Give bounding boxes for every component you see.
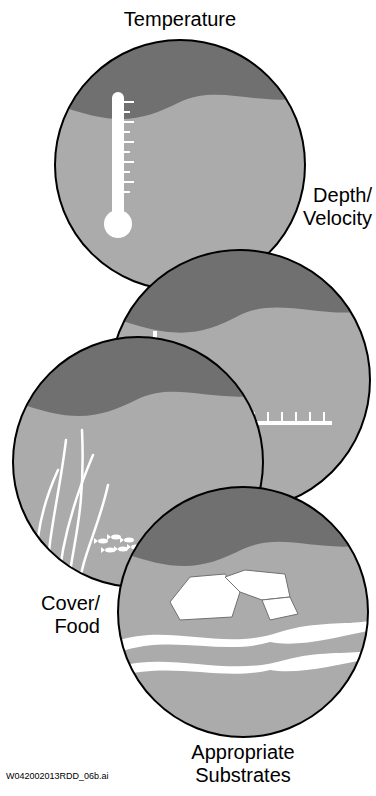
substrates-circle [113,482,373,737]
habitat-circle: Depth/ Velocity [110,250,370,510]
circle-label: Appropriate Substrates [178,741,308,787]
habitat-circle: Temperature [55,40,305,290]
circle-label: Cover/ Food [10,592,100,638]
habitat-circle: Appropriate Substrates [118,487,368,737]
habitat-circle: Cover/ Food [13,337,263,587]
circle-label: Temperature [80,8,280,31]
circle-label: Depth/ Velocity [277,184,372,230]
file-watermark: W042002013RDD_06b.ai [6,771,109,782]
temperature-circle [50,35,310,290]
